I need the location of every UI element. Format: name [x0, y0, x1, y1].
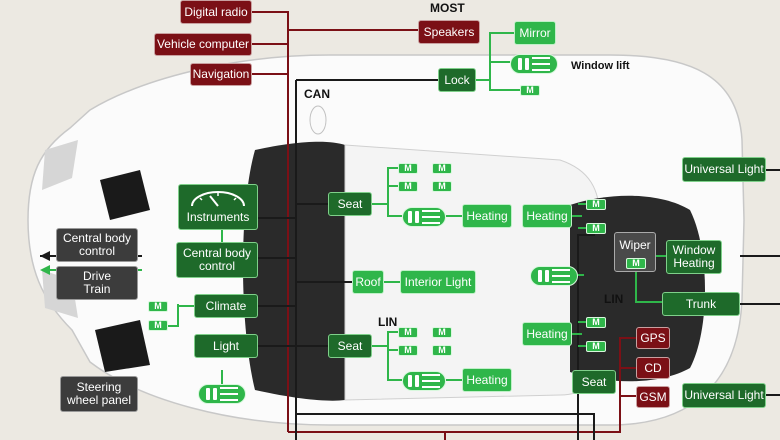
lin-bus-label-rear: LIN	[604, 292, 624, 306]
external-steering-wheel-panel[interactable]: Steering wheel panel	[60, 376, 138, 412]
motor-icon: M	[432, 181, 452, 192]
heating-rear-top-module[interactable]: Heating	[522, 204, 572, 228]
heating-front-bottom-module[interactable]: Heating	[462, 368, 512, 392]
mirror-module[interactable]: Mirror	[514, 21, 556, 45]
motor-icon: M	[520, 85, 540, 96]
seat-bottom-module[interactable]: Seat	[572, 370, 616, 394]
navigation-module[interactable]: Navigation	[190, 63, 252, 86]
headlight-top	[42, 140, 78, 190]
light-module[interactable]: Light	[194, 334, 258, 358]
central-body-control-module[interactable]: Central body control	[176, 242, 258, 278]
motor-icon: M	[398, 181, 418, 192]
can-bus-label: CAN	[304, 87, 330, 101]
window-heating-module[interactable]: Window Heating	[666, 240, 722, 274]
motor-icon: M	[432, 345, 452, 356]
window-lift-label: Window lift	[571, 60, 630, 72]
motor-icon: M	[586, 223, 606, 234]
heating-front-top-module[interactable]: Heating	[462, 204, 512, 228]
universal-light-top-module[interactable]: Universal Light	[682, 157, 766, 182]
trunk-module[interactable]: Trunk	[662, 292, 740, 316]
left-vent-bottom	[95, 320, 150, 372]
lin-bus-label-front: LIN	[378, 315, 398, 329]
climate-module[interactable]: Climate	[194, 294, 258, 318]
wiper-label: Wiper	[619, 238, 651, 252]
instruments-label: Instruments	[186, 210, 250, 224]
seat-device-rear	[530, 266, 578, 286]
motor-icon: M	[586, 199, 606, 210]
digital-radio-module[interactable]: Digital radio	[180, 0, 252, 24]
left-vent-top	[100, 170, 150, 220]
external-drive-train[interactable]: Drive Train	[56, 266, 138, 300]
instruments-module[interactable]: Instruments	[178, 184, 258, 230]
windshield	[242, 141, 345, 401]
external-central-body-control[interactable]: Central body control	[56, 228, 138, 262]
seat-device-front-bottom	[402, 371, 446, 391]
lock-module[interactable]: Lock	[438, 68, 476, 92]
roof-module[interactable]: Roof	[352, 270, 384, 294]
motor-icon: M	[432, 163, 452, 174]
speakers-module[interactable]: Speakers	[418, 20, 480, 44]
window-lift-device	[510, 54, 558, 74]
universal-light-bottom-module[interactable]: Universal Light	[682, 383, 766, 408]
motor-icon: M	[398, 327, 418, 338]
motor-icon: M	[432, 327, 452, 338]
seat-front-module[interactable]: Seat	[328, 192, 372, 216]
most-bus-wires	[252, 11, 636, 440]
gsm-module[interactable]: GSM	[636, 386, 670, 408]
most-bus-label: MOST	[430, 1, 465, 15]
cd-module[interactable]: CD	[636, 357, 670, 379]
interior-light-module[interactable]: Interior Light	[400, 270, 476, 294]
motor-icon: M	[398, 163, 418, 174]
heating-rear-bottom-module[interactable]: Heating	[522, 322, 572, 346]
motor-icon: M	[626, 258, 646, 269]
gauge-icon	[191, 191, 245, 207]
seat-device-front-top	[402, 207, 446, 227]
vehicle-computer-module[interactable]: Vehicle computer	[154, 33, 252, 56]
mirror-top	[309, 105, 327, 135]
motor-icon: M	[148, 301, 168, 312]
steering-switch-device	[198, 384, 246, 404]
seat-rear-module[interactable]: Seat	[328, 334, 372, 358]
motor-icon: M	[586, 341, 606, 352]
motor-icon: M	[586, 317, 606, 328]
gps-module[interactable]: GPS	[636, 327, 670, 349]
motor-icon: M	[398, 345, 418, 356]
motor-icon: M	[148, 320, 168, 331]
